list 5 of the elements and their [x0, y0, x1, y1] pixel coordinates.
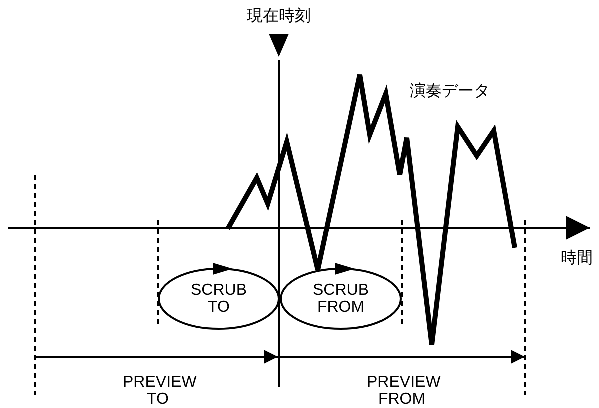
ellipse-label: SCRUB TO: [190, 282, 248, 316]
ellipse-label: SCRUB FROM: [312, 282, 370, 316]
axis-label: 時間: [560, 250, 594, 267]
current-time-label: 現在時刻: [246, 8, 312, 25]
data-label: 演奏データ: [409, 83, 491, 100]
